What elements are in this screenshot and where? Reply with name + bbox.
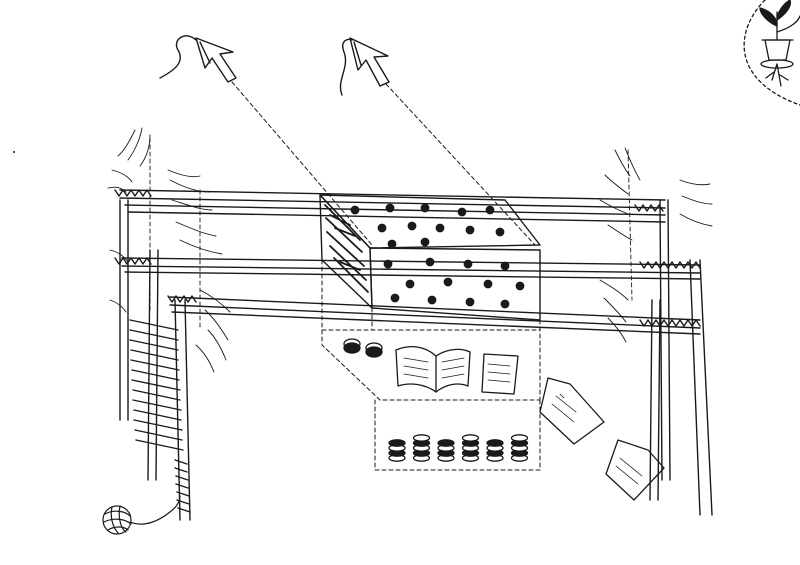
coin-stack — [510, 434, 529, 462]
coin-stack — [461, 434, 480, 462]
yarn-ball-icon — [102, 495, 181, 535]
open-book-icon — [395, 345, 471, 393]
arrow-cursor-icon — [339, 37, 390, 96]
fabric-motifs — [350, 203, 525, 309]
ink-speck — [13, 151, 15, 153]
paper-sheet-icon — [539, 377, 605, 445]
loom-frame — [114, 189, 713, 521]
spools-icon — [343, 338, 383, 358]
cursor-leader-lines — [231, 81, 536, 246]
coin — [461, 434, 480, 442]
fringe-left — [107, 127, 231, 373]
coin-stack — [388, 439, 406, 462]
patterned-fabric — [319, 194, 541, 471]
coin — [486, 439, 504, 447]
coin — [510, 434, 529, 442]
note-page-icon — [481, 353, 519, 395]
arrow-cursor-icon — [159, 35, 237, 83]
fringe-right — [599, 147, 713, 343]
coin — [388, 439, 406, 447]
paper-sheet-icon — [605, 439, 665, 501]
coin — [412, 434, 431, 442]
coin-stack — [486, 439, 504, 462]
coin — [437, 439, 455, 447]
potted-plant-icon — [743, 0, 800, 106]
coin-stack — [412, 434, 431, 462]
coin-stack-icon — [388, 434, 529, 462]
coin-stack — [437, 439, 455, 462]
